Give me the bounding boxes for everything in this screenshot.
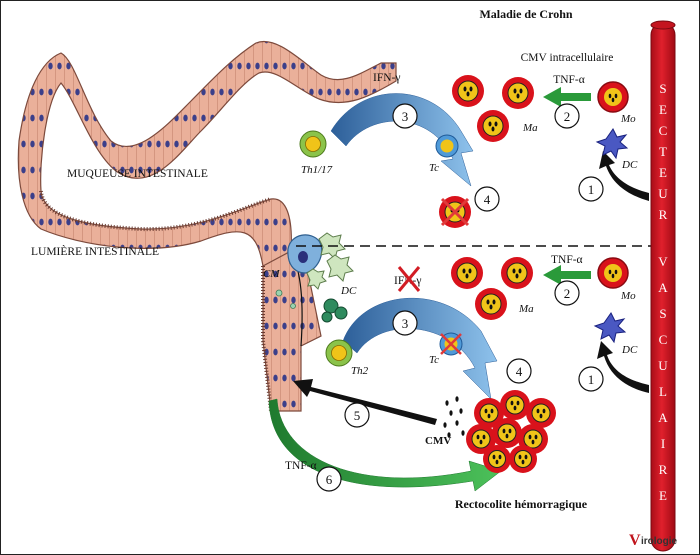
m-cell-nucleus: [298, 251, 308, 263]
arrow-2-crohn: [543, 87, 591, 107]
brush-border: [39, 190, 272, 232]
label-th2: Th2: [351, 365, 369, 377]
cmv-particles: [443, 396, 465, 438]
label-cmv: CMV: [425, 435, 451, 447]
label-tnf-crohn: TNF-α: [553, 74, 585, 86]
step-marker-1-crohn: 1: [578, 176, 604, 202]
arrow-5: [293, 379, 437, 425]
step-marker-3-crohn: 3: [392, 103, 418, 129]
step-markers: 1 2 3 4 1 2 3 4: [316, 103, 604, 492]
descending-brush-border: [261, 266, 273, 412]
dendritic-cell-rch: [593, 312, 627, 344]
label-ma-crohn: Ma: [522, 122, 538, 134]
step-2-rch-text: 2: [564, 286, 571, 301]
arrow-3-crohn: [330, 93, 474, 187]
tc-cell-rch-inhibited: [439, 332, 463, 356]
tc-cell-crohn: [435, 134, 459, 158]
step-marker-4-crohn: 4: [474, 186, 500, 212]
label-cmv-intracellulaire: CMV intracellulaire: [521, 52, 614, 64]
dendritic-cell-crohn: [595, 128, 629, 160]
step-marker-4-rch: 4: [506, 358, 532, 384]
logo-text: irologie: [641, 536, 678, 547]
vessel-letter: A: [658, 410, 668, 425]
step-marker-2-crohn: 2: [554, 103, 580, 129]
step-marker-1-rch: 1: [578, 366, 604, 392]
m-cell-dendritic-cells: [306, 232, 354, 290]
label-muqueuse: MUQUEUSE INTESTINALE: [67, 168, 208, 180]
step-1-crohn-text: 1: [588, 182, 595, 197]
step-5-text: 5: [354, 408, 361, 423]
label-lumiere: LUMIÈRE INTESTINALE: [31, 244, 159, 258]
dc-cluster-green: [321, 298, 348, 323]
vessel-label: S E C T E U R V A S C U L A I R E: [658, 81, 668, 503]
vessel-letter: S: [659, 81, 666, 96]
infected-macrophage-cluster: [466, 390, 556, 473]
intestinal-epithelium: [17, 40, 397, 267]
step-6-text: 6: [326, 472, 333, 487]
arrow-2-rch: [543, 265, 591, 285]
vessel-letter: R: [659, 207, 668, 222]
arrow-1-crohn: [599, 151, 649, 201]
ifn-blocked-cross: [397, 266, 421, 292]
label-th117: Th1/17: [301, 164, 333, 176]
step-4-crohn-text: 4: [484, 192, 491, 207]
macrophages-rch: [451, 257, 533, 320]
virologie-logo: V irologie: [629, 532, 678, 549]
title-crohn: Maladie de Crohn: [479, 7, 572, 21]
arrow-3-rch: [342, 297, 498, 400]
step-1-rch-text: 1: [588, 372, 595, 387]
label-dc-rch: DC: [621, 344, 638, 356]
label-dc-mucosa: DC: [340, 285, 357, 297]
arrow-6: [268, 398, 502, 492]
th117-cell: [299, 130, 327, 158]
step-marker-2-rch: 2: [554, 280, 580, 306]
vessel-letter: R: [659, 462, 668, 477]
monocyte-rch: [597, 257, 629, 289]
label-mo-crohn: Mo: [620, 113, 636, 125]
label-tnf-rch: TNF-α: [285, 460, 317, 472]
vessel-letter: L: [659, 384, 667, 399]
label-tnf-rch-vessel: TNF-α: [551, 254, 583, 266]
step-3-crohn-text: 3: [402, 109, 409, 124]
vessel-letter: T: [659, 144, 667, 159]
title-rch: Rectocolite hémorragique: [455, 497, 588, 511]
label-ma-rch: Ma: [518, 303, 534, 315]
step-marker-6: 6: [316, 466, 342, 492]
step-3-rch-text: 3: [402, 316, 409, 331]
th2-cell: [325, 339, 353, 367]
vessel-letter: E: [659, 488, 667, 503]
label-mo-rch: Mo: [620, 290, 636, 302]
label-cm: CM: [263, 268, 280, 280]
lumen-particles: [275, 289, 296, 309]
vessel-letter: A: [658, 280, 668, 295]
vessel-letter: C: [659, 123, 668, 138]
label-tc-rch: Tc: [429, 354, 439, 366]
vessel-letter: U: [658, 186, 668, 201]
vessel-letter: V: [658, 254, 668, 269]
label-tc-crohn: Tc: [429, 162, 439, 174]
vessel-letter: U: [658, 358, 668, 373]
vessel-letter: S: [659, 306, 666, 321]
arrow-1-rch: [597, 341, 649, 393]
label-dc-crohn: DC: [621, 159, 638, 171]
step-marker-3-rch: 3: [392, 310, 418, 336]
vessel-letter: E: [659, 165, 667, 180]
logo-initial: V: [629, 532, 641, 549]
vessel-letter: C: [659, 332, 668, 347]
step-4-rch-text: 4: [516, 364, 523, 379]
macrophages-crohn: [452, 75, 534, 142]
step-marker-5: 5: [344, 402, 370, 428]
step-2-crohn-text: 2: [564, 109, 571, 124]
vessel-letter: I: [661, 436, 665, 451]
destroyed-cell-crohn: [439, 196, 471, 228]
vessel-letter: E: [659, 102, 667, 117]
monocyte-crohn: [597, 81, 629, 113]
blood-vessel-top: [650, 20, 676, 30]
label-ifn-crohn: IFN-γ: [373, 72, 400, 84]
